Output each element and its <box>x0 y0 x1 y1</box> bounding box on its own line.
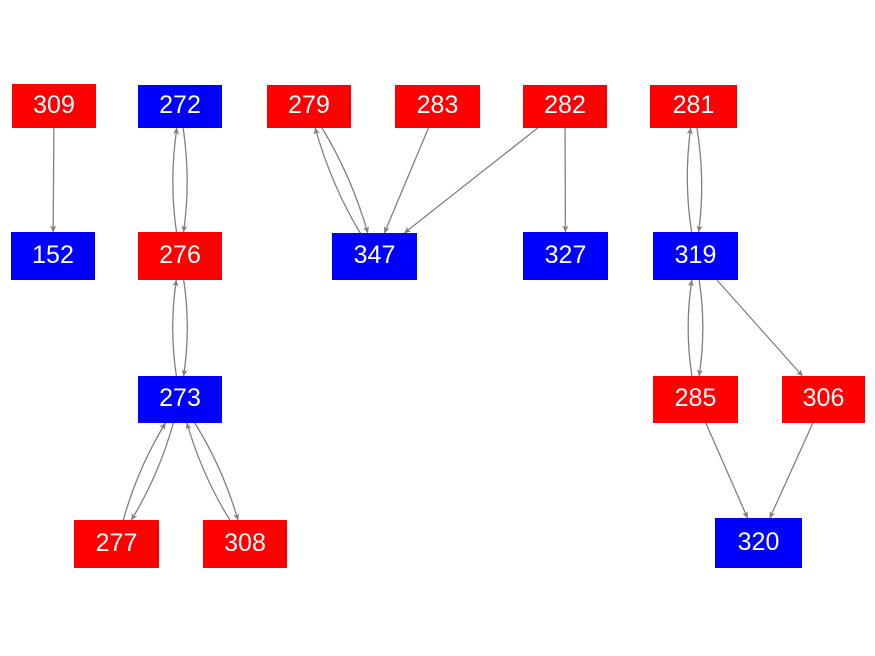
edge-309-to-152 <box>50 127 57 233</box>
edge-306-to-320 <box>769 422 814 519</box>
edge-276-to-273 <box>181 279 188 377</box>
node-273[interactable]: 273 <box>138 376 222 423</box>
edge-319-to-281 <box>686 127 693 233</box>
node-319[interactable]: 319 <box>653 232 738 280</box>
node-label: 281 <box>672 91 715 119</box>
edge-276-to-272 <box>172 127 179 233</box>
node-277[interactable]: 277 <box>74 520 159 568</box>
node-283[interactable]: 283 <box>395 85 480 128</box>
edge-285-to-320 <box>705 422 749 519</box>
node-320[interactable]: 320 <box>715 518 802 568</box>
node-label: 327 <box>544 240 587 269</box>
node-309[interactable]: 309 <box>12 84 96 128</box>
node-label: 272 <box>159 91 201 119</box>
node-272[interactable]: 272 <box>138 85 222 128</box>
node-label: 347 <box>353 241 396 269</box>
node-label: 273 <box>159 384 201 412</box>
node-label: 320 <box>737 527 780 556</box>
edge-273-to-277 <box>130 422 174 521</box>
node-285[interactable]: 285 <box>653 376 738 423</box>
node-327[interactable]: 327 <box>523 232 608 280</box>
edge-279-to-347 <box>321 127 369 234</box>
node-label: 306 <box>802 384 845 412</box>
node-label: 276 <box>159 240 201 269</box>
node-276[interactable]: 276 <box>138 232 222 280</box>
edge-347-to-279 <box>313 127 361 234</box>
edge-319-to-285 <box>697 279 704 377</box>
node-306[interactable]: 306 <box>782 376 865 423</box>
edge-283-to-347 <box>383 127 430 234</box>
node-label: 282 <box>544 91 586 119</box>
node-279[interactable]: 279 <box>267 85 351 128</box>
node-label: 283 <box>416 91 459 119</box>
node-152[interactable]: 152 <box>11 232 95 280</box>
edge-277-to-273 <box>122 422 167 521</box>
edge-273-to-276 <box>172 279 179 377</box>
edge-272-to-276 <box>181 127 188 233</box>
node-308[interactable]: 308 <box>203 520 287 568</box>
edge-308-to-273 <box>185 422 231 521</box>
node-label: 308 <box>224 528 266 557</box>
node-label: 285 <box>674 384 717 412</box>
node-label: 279 <box>288 91 330 119</box>
node-282[interactable]: 282 <box>523 85 607 128</box>
node-label: 309 <box>33 90 75 119</box>
node-281[interactable]: 281 <box>650 85 737 128</box>
edge-319-to-306 <box>716 279 804 377</box>
edge-285-to-319 <box>687 279 694 377</box>
edge-281-to-319 <box>696 127 703 233</box>
node-label: 277 <box>95 528 138 557</box>
node-label: 319 <box>674 240 717 269</box>
edge-273-to-308 <box>194 422 240 521</box>
node-347[interactable]: 347 <box>332 233 417 280</box>
node-label: 152 <box>32 240 74 269</box>
edge-282-to-347 <box>403 127 539 234</box>
